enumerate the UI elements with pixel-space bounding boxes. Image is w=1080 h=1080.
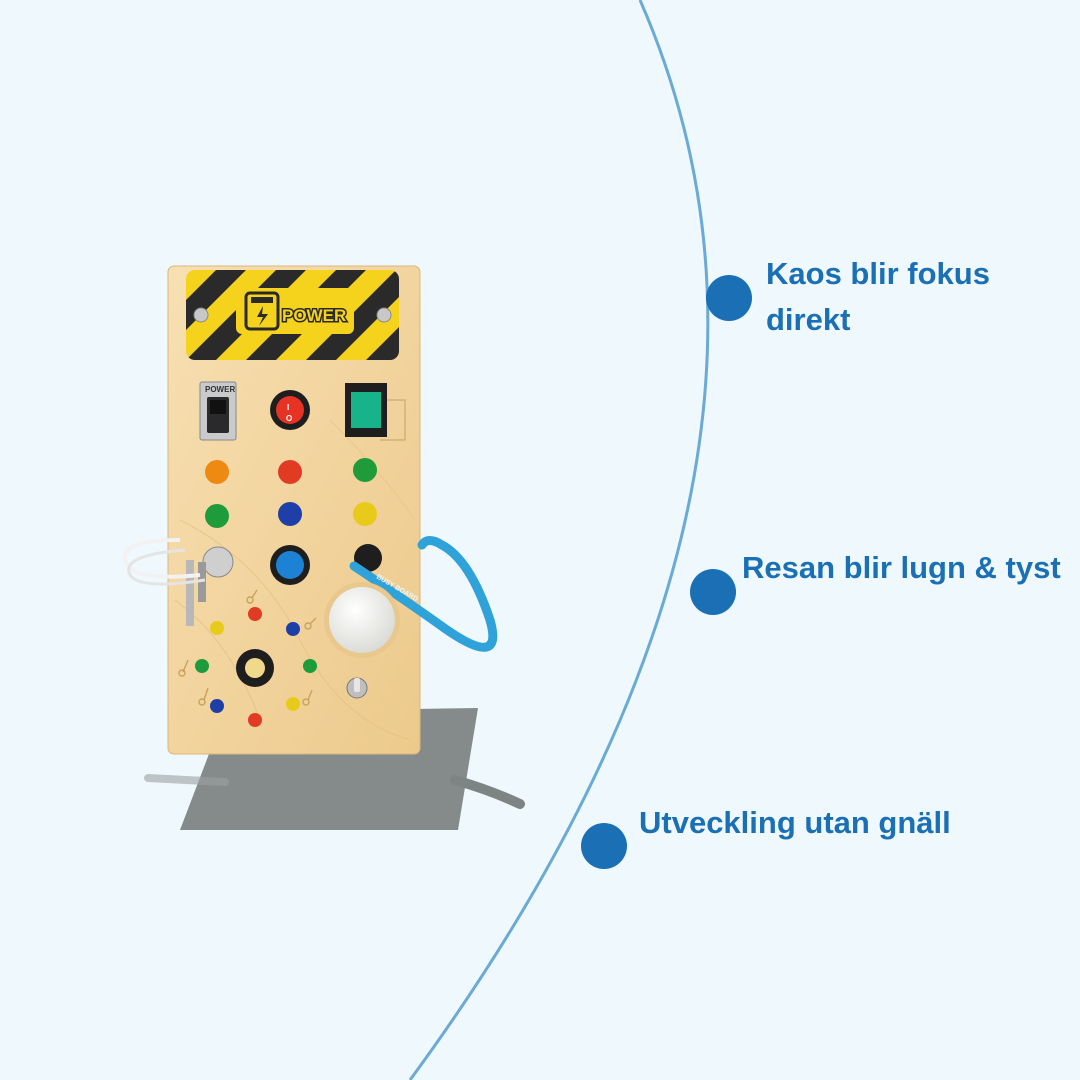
blue-push-button (270, 545, 310, 585)
led-row-1 (205, 458, 377, 484)
timeline-dot-3 (581, 823, 627, 869)
plate-screw-left (193, 307, 209, 323)
red-rocker-switch: I O (270, 390, 310, 430)
key-switch (122, 538, 234, 626)
timeline-dot-1 (706, 275, 752, 321)
rocker-off-mark: O (286, 414, 292, 423)
battery-icon (244, 291, 280, 331)
white-bulb (324, 582, 400, 658)
feature-label-1: Kaos blir fokus direkt (766, 256, 990, 337)
cable-shadow (450, 775, 525, 809)
timeline-arc (408, 0, 710, 1080)
power-plate-label: POWER (282, 306, 346, 325)
power-plate: POWER (186, 270, 399, 360)
product-image: POWER POWER I O (122, 265, 525, 830)
power-switch-label: POWER (205, 385, 235, 394)
music-note-engravings (178, 589, 317, 706)
small-led-cluster (195, 607, 317, 727)
green-rocker-switch (345, 383, 406, 441)
power-toggle-switch: POWER (199, 381, 237, 441)
feature-label-2: Resan blir lugn & tyst (742, 550, 1061, 585)
blue-cable (349, 536, 498, 652)
yellow-push-button (236, 649, 274, 687)
plate-screw-right (376, 307, 392, 323)
rocker-on-mark: I (287, 403, 289, 412)
led-row-2 (205, 502, 377, 528)
feature-label-3: Utveckling utan gnäll (639, 805, 951, 840)
metal-toggle (346, 677, 368, 699)
timeline-dot-2 (690, 569, 736, 615)
